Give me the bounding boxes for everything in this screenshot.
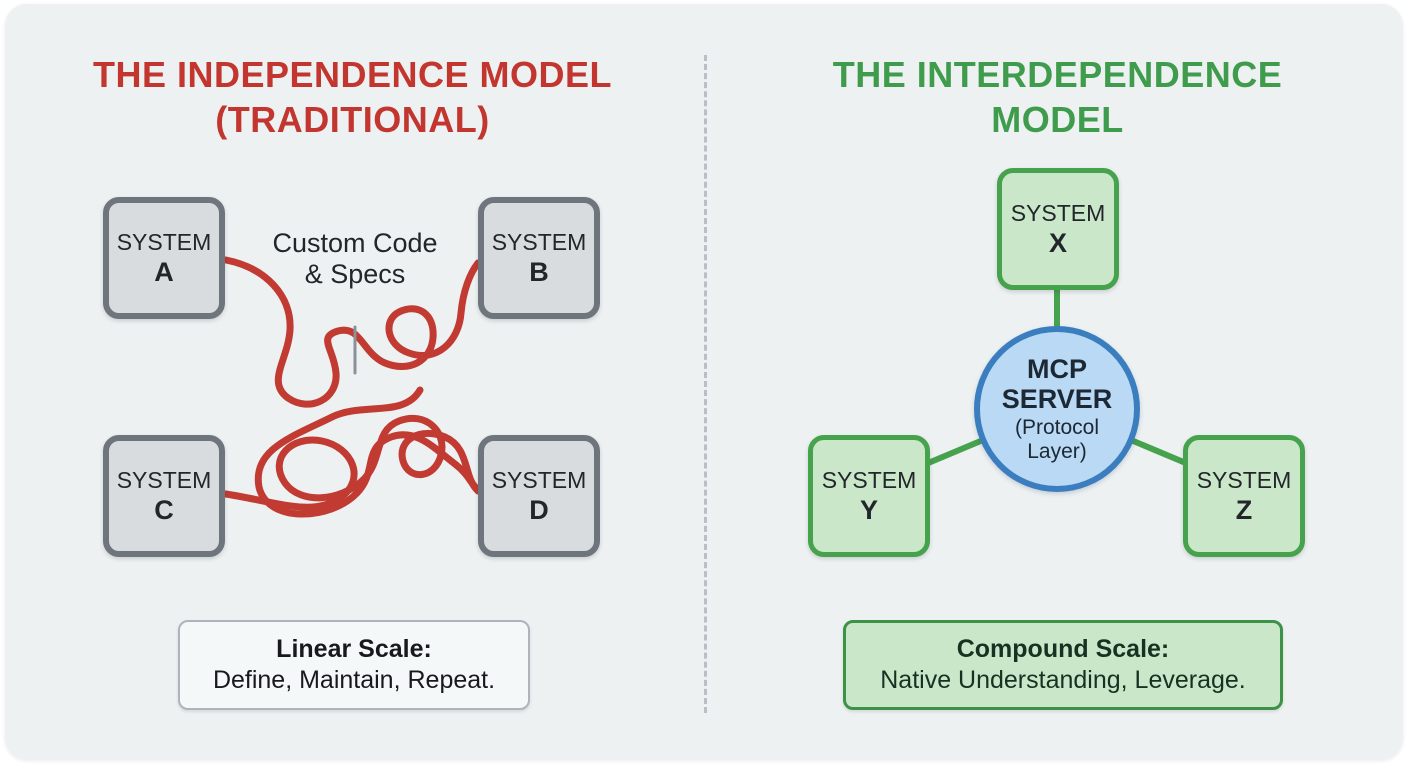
left-title-line1: THE INDEPENDENCE MODEL [92, 54, 613, 95]
system-b-label: SYSTEM [491, 229, 587, 255]
hub-name-line2: SERVER [1001, 384, 1113, 414]
system-a-box: SYSTEM A [103, 197, 225, 319]
system-a-letter: A [154, 257, 174, 287]
linear-scale-heading: Linear Scale: [276, 635, 432, 663]
system-x-box: SYSTEM X [997, 168, 1119, 290]
left-panel-title: THE INDEPENDENCE MODEL (TRADITIONAL) [30, 52, 675, 142]
compound-scale-body: Native Understanding, Leverage. [880, 666, 1246, 694]
hub-name-line1: MCP [1027, 354, 1087, 384]
system-z-box: SYSTEM Z [1183, 435, 1305, 557]
connection-label-line1: Custom Code [272, 228, 438, 258]
compound-scale-summary: Compound Scale: Native Understanding, Le… [843, 620, 1283, 710]
system-d-label: SYSTEM [491, 467, 587, 493]
system-b-box: SYSTEM B [478, 197, 600, 319]
linear-scale-body: Define, Maintain, Repeat. [212, 666, 496, 694]
left-title-line2: (TRADITIONAL) [215, 99, 490, 140]
mcp-server-hub: MCP SERVER (Protocol Layer) [974, 326, 1140, 492]
system-a-label: SYSTEM [116, 229, 212, 255]
system-b-letter: B [529, 257, 549, 287]
system-d-letter: D [529, 495, 549, 525]
system-d-box: SYSTEM D [478, 435, 600, 557]
system-y-label: SYSTEM [821, 467, 917, 493]
system-y-letter: Y [859, 495, 878, 525]
system-c-label: SYSTEM [116, 467, 212, 493]
hub-subtitle: (Protocol Layer) [1014, 416, 1100, 463]
system-y-box: SYSTEM Y [808, 435, 930, 557]
cable-a-to-b [222, 256, 482, 408]
linear-scale-summary: Linear Scale: Define, Maintain, Repeat. [178, 620, 530, 710]
connection-label-line2: & Specs [304, 259, 406, 289]
compound-scale-heading: Compound Scale: [956, 635, 1170, 663]
connection-label: Custom Code & Specs [255, 228, 455, 290]
panel-divider [704, 55, 707, 713]
system-z-label: SYSTEM [1196, 467, 1292, 493]
right-title-line1: THE INTERDEPENDENCE [832, 54, 1283, 95]
system-x-letter: X [1048, 228, 1067, 258]
system-x-label: SYSTEM [1010, 200, 1106, 226]
right-title-line2: MODEL [991, 99, 1124, 140]
system-c-letter: C [154, 495, 174, 525]
system-c-box: SYSTEM C [103, 435, 225, 557]
cable-extra-loop [254, 386, 481, 518]
tangled-cables [222, 256, 482, 518]
right-panel-title: THE INTERDEPENDENCE MODEL [735, 52, 1380, 142]
system-z-letter: Z [1235, 495, 1253, 525]
